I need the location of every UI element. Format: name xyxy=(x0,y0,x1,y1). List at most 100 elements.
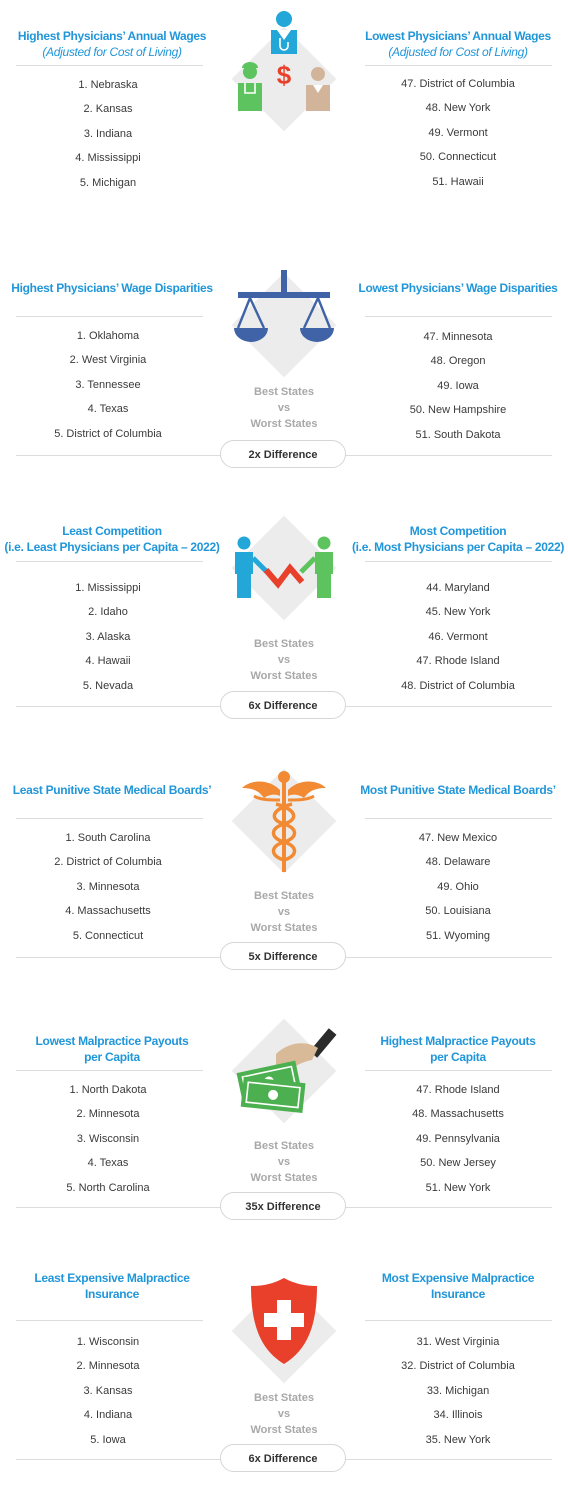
list-item: 2. District of Columbia xyxy=(54,856,162,869)
best-vs-worst-label: Best States vs Worst States xyxy=(250,1140,318,1184)
right-divider xyxy=(365,818,552,819)
list-item: 2. Idaho xyxy=(88,606,128,619)
left-divider xyxy=(16,561,203,562)
best-vs-worst-label: Best States vs Worst States xyxy=(250,386,318,430)
list-item: 3. Alaska xyxy=(85,630,131,643)
section-annual-wages: Highest Physicians’ Annual Wages (Adjust… xyxy=(0,0,568,230)
list-item: 1. North Dakota xyxy=(69,1084,147,1096)
tug-of-war-icon xyxy=(235,536,333,598)
doctors-dollar-icon: $ xyxy=(238,11,330,111)
right-divider xyxy=(365,561,552,562)
right-divider xyxy=(365,65,552,66)
right-title: Most Expensive Malpractice Insurance xyxy=(381,1271,535,1301)
section-malpractice-insurance: Least Expensive Malpractice Insurance 1.… xyxy=(0,1268,568,1493)
best-vs-worst-label: Best States vs Worst States xyxy=(250,638,318,682)
left-rank-list: 1. Wisconsin 2. Minnesota 3. Kansas 4. I… xyxy=(10,1330,206,1452)
difference-badge: 6x Difference xyxy=(220,1444,346,1472)
list-item: 47. Rhode Island xyxy=(416,1084,500,1096)
list-item: 50. New Hampshire xyxy=(409,404,507,417)
section-malpractice-payouts: Lowest Malpractice Payouts per Capita 1.… xyxy=(0,1018,568,1228)
list-item: 51. Hawaii xyxy=(432,175,484,188)
list-item: 33. Michigan xyxy=(426,1384,490,1397)
list-item: 49. Ohio xyxy=(437,880,479,893)
difference-badge: 5x Difference xyxy=(220,942,346,970)
right-rank-list: 31. West Virginia 32. District of Columb… xyxy=(360,1330,556,1452)
list-item: 1. South Carolina xyxy=(65,832,151,844)
left-rank-list: 1. North Dakota 2. Minnesota 3. Wisconsi… xyxy=(10,1078,206,1200)
list-item: 48. Massachusetts xyxy=(412,1108,504,1121)
list-item: 4. Texas xyxy=(87,403,129,416)
money-hand-icon xyxy=(236,1028,337,1114)
list-item: 44. Maryland xyxy=(426,582,490,594)
left-title: Highest Physicians’ Wage Disparities xyxy=(11,281,213,295)
left-divider xyxy=(16,1320,203,1321)
list-item: 50. New Jersey xyxy=(420,1157,496,1170)
list-item: 4. Massachusetts xyxy=(65,905,151,918)
right-title: Lowest Physicians’ Wage Disparities xyxy=(358,281,558,295)
list-item: 51. Wyoming xyxy=(425,929,491,942)
list-item: 34. Illinois xyxy=(433,1409,483,1422)
left-title: Least Expensive Malpractice Insurance xyxy=(34,1271,190,1301)
right-rank-list: 44. Maryland 45. New York 46. Vermont 47… xyxy=(360,576,556,698)
list-item: 1. Nebraska xyxy=(78,79,138,91)
right-rank-list: 47. New Mexico 48. Delaware 49. Ohio 50.… xyxy=(360,826,556,948)
list-item: 49. Vermont xyxy=(428,126,488,139)
left-divider xyxy=(16,818,203,819)
right-divider xyxy=(365,1070,552,1071)
list-item: 45. New York xyxy=(425,606,491,619)
left-divider xyxy=(16,65,203,66)
section-competition: Least Competition (i.e. Least Physicians… xyxy=(0,515,568,728)
left-rank-list: 1. South Carolina 2. District of Columbi… xyxy=(10,826,206,948)
left-rank-list: 1. Mississippi 2. Idaho 3. Alaska 4. Haw… xyxy=(10,576,206,698)
right-rank-list: 47. District of Columbia 48. New York 49… xyxy=(360,72,556,194)
left-divider xyxy=(16,316,203,317)
left-rank-list: 1. Oklahoma 2. West Virginia 3. Tennesse… xyxy=(10,324,206,446)
list-item: 5. North Carolina xyxy=(66,1181,150,1194)
list-item: 3. Wisconsin xyxy=(76,1132,140,1145)
list-item: 1. Mississippi xyxy=(75,582,141,594)
svg-text:$: $ xyxy=(277,60,292,90)
right-title: Highest Malpractice Payouts per Capita xyxy=(380,1034,536,1064)
left-title: Lowest Malpractice Payouts per Capita xyxy=(35,1034,189,1064)
difference-badge: 6x Difference xyxy=(220,691,346,719)
list-item: 47. New Mexico xyxy=(418,832,498,844)
left-title: Least Competition (i.e. Least Physicians… xyxy=(4,524,220,554)
list-item: 49. Iowa xyxy=(437,379,479,392)
list-item: 47. Minnesota xyxy=(423,331,493,343)
list-item: 4. Texas xyxy=(87,1157,129,1170)
list-item: 47. Rhode Island xyxy=(416,655,500,668)
list-item: 46. Vermont xyxy=(428,630,488,643)
right-divider xyxy=(365,316,552,317)
list-item: 50. Connecticut xyxy=(419,151,497,164)
right-subtitle: (Adjusted for Cost of Living) xyxy=(388,45,528,59)
list-item: 49. Pennsylvania xyxy=(416,1132,500,1145)
best-vs-worst-label: Best States vs Worst States xyxy=(250,890,318,934)
list-item: 48. District of Columbia xyxy=(401,679,515,692)
difference-badge: 2x Difference xyxy=(220,440,346,468)
list-item: 1. Oklahoma xyxy=(76,330,140,342)
right-title: Most Competition (i.e. Most Physicians p… xyxy=(351,524,565,554)
list-item: 5. Nevada xyxy=(82,679,134,692)
list-item: 1. Wisconsin xyxy=(76,1336,140,1348)
list-item: 4. Indiana xyxy=(83,1409,133,1422)
list-item: 2. Minnesota xyxy=(76,1108,140,1121)
list-item: 51. South Dakota xyxy=(415,428,501,441)
list-item: 3. Minnesota xyxy=(76,880,140,893)
list-item: 48. New York xyxy=(425,102,491,115)
list-item: 5. Michigan xyxy=(79,176,137,189)
left-divider xyxy=(16,1070,203,1071)
right-title: Lowest Physicians’ Annual Wages (Adjuste… xyxy=(350,28,566,60)
caduceus-icon xyxy=(242,771,326,872)
right-title: Most Punitive State Medical Boards’ xyxy=(360,783,556,797)
best-vs-worst-label: Best States vs Worst States xyxy=(250,1392,318,1436)
list-item: 5. Iowa xyxy=(90,1433,126,1446)
list-item: 50. Louisiana xyxy=(425,905,491,918)
list-item: 3. Kansas xyxy=(83,1384,133,1397)
list-item: 5. District of Columbia xyxy=(54,427,162,440)
list-item: 2. Kansas xyxy=(83,103,133,116)
list-item: 31. West Virginia xyxy=(416,1336,500,1348)
left-title: Highest Physicians’ Annual Wages (Adjust… xyxy=(4,28,220,60)
right-divider xyxy=(365,1320,552,1321)
list-item: 3. Tennessee xyxy=(75,378,141,391)
right-rank-list: 47. Minnesota 48. Oregon 49. Iowa 50. Ne… xyxy=(360,325,556,447)
